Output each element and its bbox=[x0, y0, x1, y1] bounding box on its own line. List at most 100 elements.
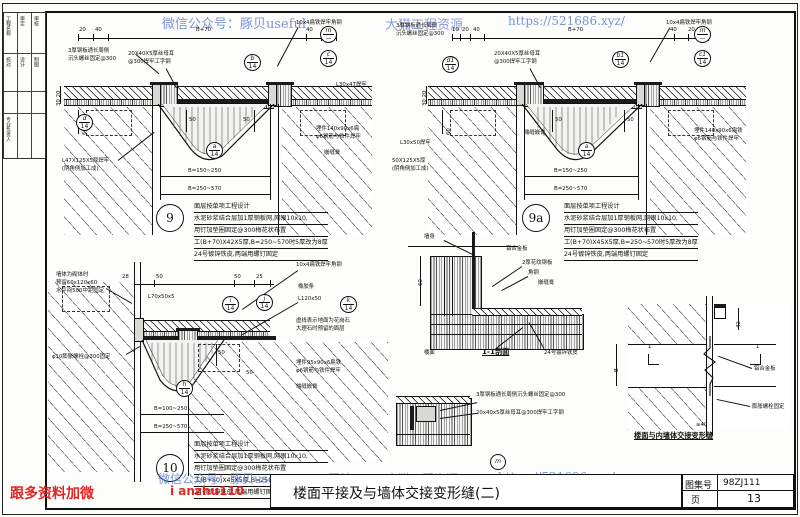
bubble-m-sub[interactable]: m bbox=[490, 454, 506, 470]
label10-angle-top: L70x50x5 bbox=[148, 294, 175, 300]
detail-9-number[interactable]: 9 bbox=[156, 204, 184, 232]
bubble-9a-m-bottom: — bbox=[699, 34, 706, 42]
label-flat-top: 10x4扁铁焊牢角钢 bbox=[296, 20, 342, 26]
stamp-cell-5: 制图 bbox=[33, 57, 39, 67]
bubble-9a-a[interactable]: a 14 bbox=[578, 142, 595, 159]
label10-dashed-2: 大理石时预留的面层 bbox=[296, 326, 345, 332]
dim-B-150-250: B=150~250 bbox=[188, 168, 222, 174]
watermark-top-wechat: 微信公众号：豚贝useful bbox=[162, 17, 307, 32]
label10-bolt: φ10膨胀螺栓@300固定 bbox=[52, 354, 111, 360]
dim-B-250-570: B=250~570 bbox=[188, 186, 222, 192]
bubble-10-i-bottom: 14 bbox=[226, 304, 235, 312]
note-line-4: 24号镀锌铁皮,两端用螺钉固定 bbox=[194, 250, 328, 261]
stamp-cell-0: 工程名称 bbox=[5, 16, 11, 36]
bubble-10-h-bottom: 14 bbox=[180, 388, 189, 396]
label-embed-2: φ6钢筋与铁件焊牢 bbox=[316, 134, 361, 140]
bubble-a-bottom: 14 bbox=[210, 150, 219, 158]
label-ibeam-2: @300焊牢工字钢 bbox=[128, 59, 171, 65]
bubble-a[interactable]: a 14 bbox=[206, 142, 223, 159]
section-1-1: 60 墙身 铝合金板 2厚花纹钢板 角钢 嵌缝膏 楼面 24号镀锌铁皮 1-1剖… bbox=[396, 222, 596, 362]
dim9a-20-right: 20 bbox=[688, 27, 695, 33]
dim9a-50-right: 50 bbox=[627, 117, 634, 123]
bubble-c[interactable]: c 14 bbox=[320, 50, 337, 67]
label-ibeam-1: 20X40X5厚丝母耳 bbox=[128, 51, 175, 57]
note9a-line-0: 面层按单项工程设计 bbox=[564, 202, 698, 213]
watermark-top-site: 大猫工程资源 bbox=[385, 18, 464, 33]
section-dim-60: 60 bbox=[418, 279, 424, 286]
bubble-c-bottom: 14 bbox=[324, 58, 333, 66]
note10-line-4: 24号镀锌铁皮,两端用螺钉固定 bbox=[194, 488, 328, 499]
note9a-line-4: 24号镀锌铁皮,两端用螺钉固定 bbox=[564, 250, 698, 261]
bubble-9a-b1-bottom: 14 bbox=[616, 59, 625, 67]
wall-joint-title: 楼面与内墙体交接变形缝 bbox=[634, 431, 714, 440]
bubble-9a-c1-top: c1 bbox=[698, 50, 707, 58]
label9a-angle-left: L30x50焊牢 bbox=[400, 140, 431, 146]
dim-20-left: 20 bbox=[79, 27, 86, 33]
bubble-a-top: a bbox=[212, 142, 217, 150]
watermark-top-url: https://521686.xyz/ bbox=[508, 14, 625, 28]
bubble-10-k-top: k bbox=[346, 296, 351, 304]
note-line-0: 面层按单项工程设计 bbox=[194, 202, 328, 213]
dim10-50-right: 50 bbox=[246, 370, 253, 376]
dim9a-B1: B=150~250 bbox=[554, 168, 588, 174]
detail-10-number[interactable]: 10 bbox=[156, 454, 184, 482]
bubble-9a-c1-bottom: 14 bbox=[698, 58, 707, 66]
title-block-page-label: 页 bbox=[691, 496, 701, 506]
label9a-ibeam-1: 20X40X5厚丝母耳 bbox=[494, 51, 541, 57]
note9a-line-1: 水泥砂浆结合层加1厚钢板网,网眼10x10, bbox=[564, 214, 698, 225]
label10-embed-2: φ6钢筋与铁件焊牢 bbox=[296, 368, 341, 374]
wall-joint-dim-40: ≥40 bbox=[696, 422, 708, 428]
section-label-alu: 铝合金板 bbox=[506, 246, 528, 252]
bubble-9a-b1[interactable]: b1 14 bbox=[612, 51, 629, 68]
bubble-9a-m-top: m bbox=[699, 26, 706, 34]
bubble-10-h[interactable]: h 14 bbox=[176, 380, 193, 397]
dim9a-span: B+70 bbox=[568, 27, 584, 33]
sheet-outer-border bbox=[2, 3, 798, 515]
stamp-cell-4: 设计 bbox=[19, 57, 25, 67]
bubble-9a-c1[interactable]: c1 14 bbox=[694, 50, 711, 67]
bubble-9a-d1-top: d1 bbox=[446, 56, 455, 64]
dim9a-50-left: 50 bbox=[555, 117, 562, 123]
section-mark-right: 1 bbox=[756, 344, 760, 350]
label10-wall-2: 预留60x120x60 bbox=[56, 280, 98, 286]
bubble-9a-a-bottom: 14 bbox=[582, 150, 591, 158]
bubble-9a-d1[interactable]: d1 14 bbox=[442, 56, 459, 73]
label10-embed-1: 埋件95x90x6扁铁 bbox=[296, 360, 342, 366]
dim10-B2: B=250~570 bbox=[154, 424, 188, 430]
dim-50-left: 50 bbox=[189, 117, 196, 123]
dim9a-40-right: 40 bbox=[670, 27, 677, 33]
bubble-10-j-bottom: 14 bbox=[260, 302, 269, 310]
label10-rubber: 橡胶条 bbox=[298, 284, 315, 290]
bubble-9a-m[interactable]: m — bbox=[694, 26, 711, 43]
detail-9a-number[interactable]: 9a bbox=[522, 204, 550, 232]
stamp-cell-6: 专业负责人 bbox=[5, 117, 11, 142]
bubble-10-i[interactable]: i 14 bbox=[222, 296, 239, 313]
dim9a-60: 60 bbox=[446, 128, 452, 135]
bubble-10-j[interactable]: j 14 bbox=[256, 294, 273, 311]
dim10-50b: 50 bbox=[234, 274, 241, 280]
bubble-9a-d1-bottom: 14 bbox=[446, 64, 455, 72]
dim9a-10-left: 10 bbox=[452, 27, 459, 33]
label-plate-1: 3厚钢板通长周侧 bbox=[68, 48, 110, 54]
title-stamp-strip: 工程名称 审定 审核 校对 设计 制图 专业负责人 bbox=[3, 12, 46, 159]
label-embed-1: 埋件140x90x6扁 bbox=[316, 126, 360, 132]
bubble-d[interactable]: d 14 bbox=[76, 114, 93, 131]
section-label-sealant: 嵌缝膏 bbox=[538, 280, 555, 286]
detail-10: 28 50 50 25 bbox=[48, 262, 388, 499]
label-angle-left-1: L47X125X5厚焊牢 bbox=[62, 158, 110, 164]
label10-dashed-1: 虚线表示地面为花岗石 bbox=[296, 318, 350, 324]
label-sealant: 嵌缝膏 bbox=[324, 150, 341, 156]
bubble-b-bottom: 14 bbox=[248, 62, 257, 70]
section-label-angle: 角钢 bbox=[528, 270, 539, 276]
dim-50-right: 50 bbox=[243, 117, 250, 123]
wall-joint-label-alu: 铝合金板 bbox=[754, 366, 776, 372]
bubble-10-k[interactable]: k 14 bbox=[340, 296, 357, 313]
bubble-m[interactable]: m — bbox=[320, 26, 337, 43]
dim-40-left: 40 bbox=[95, 27, 102, 33]
bubble-b[interactable]: b 14 bbox=[244, 54, 261, 71]
label9a-plate-1: 3厚钢板通长周侧 bbox=[396, 23, 438, 29]
dim-span: B+70 bbox=[196, 27, 212, 33]
section-mark-left: 1 bbox=[648, 344, 652, 350]
note-line-2: 用钉加垫圈固定@300梅花状布置 bbox=[194, 226, 328, 237]
label10-angle-right: L120x50 bbox=[298, 296, 322, 302]
